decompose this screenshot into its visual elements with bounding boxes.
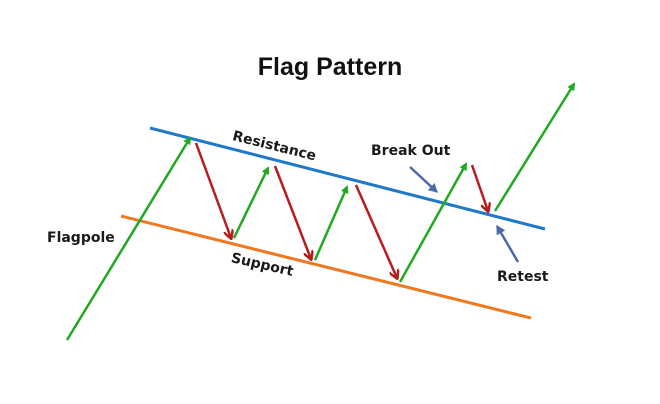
rise-arrow-2 xyxy=(313,185,349,261)
support-label: Support xyxy=(230,250,296,280)
drop-arrow-2 xyxy=(273,165,311,259)
resistance-line xyxy=(149,126,546,231)
flagpole-label-group: Flagpole xyxy=(47,230,115,246)
break-out-pointer-arrow xyxy=(409,166,438,193)
retest-pointer-arrow xyxy=(495,225,520,263)
drop-arrow-1 xyxy=(194,142,231,238)
flagpole-label: Flagpole xyxy=(47,230,115,246)
rise-arrow-1 xyxy=(232,166,270,239)
support-line xyxy=(120,214,532,320)
continuation-rise-arrow xyxy=(493,82,576,212)
retest-label: Retest xyxy=(497,269,549,285)
support-label-group: Support xyxy=(230,250,296,280)
flagpole-arrow xyxy=(65,136,192,341)
break-out-label: Break Out xyxy=(371,143,451,159)
drop-arrow-3 xyxy=(354,184,397,278)
retest-drop-arrow xyxy=(470,164,488,211)
breakout-rise-arrow xyxy=(398,162,468,283)
diagram-title: Flag Pattern xyxy=(258,53,402,81)
